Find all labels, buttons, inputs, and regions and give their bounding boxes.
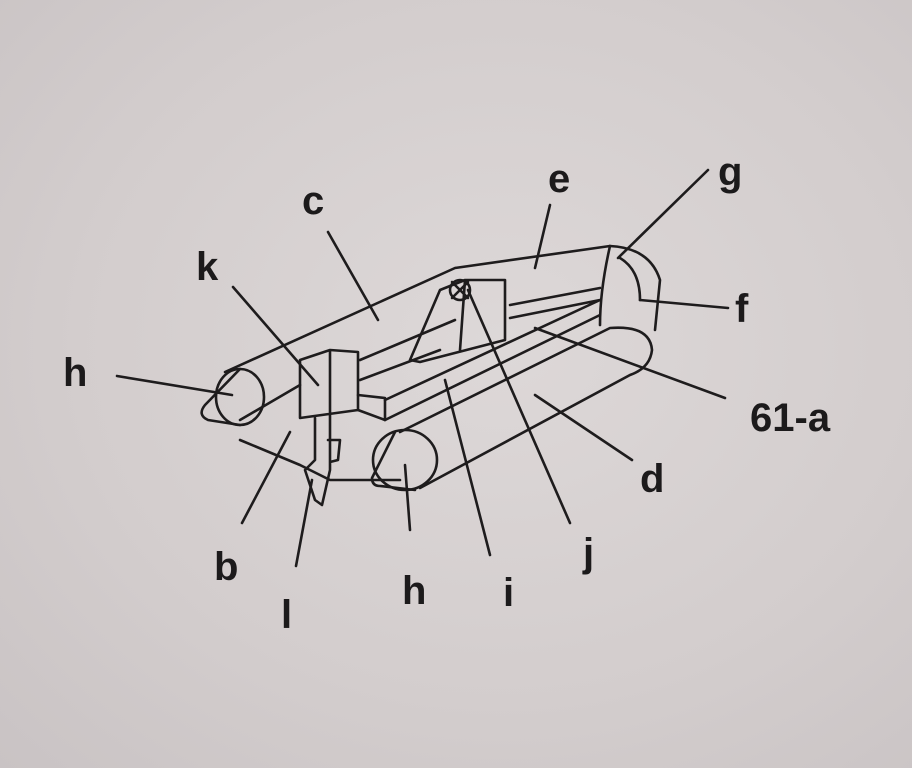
leader-lines	[115, 168, 730, 568]
label-k: k	[196, 245, 219, 289]
label-b: b	[214, 545, 238, 589]
label-j: j	[582, 531, 594, 575]
left-cone	[200, 367, 242, 427]
label-f: f	[735, 287, 749, 331]
label-d: d	[640, 457, 664, 501]
label-c: c	[302, 179, 324, 223]
bottom-cone	[370, 430, 417, 492]
left-tube-end	[214, 367, 266, 427]
label-l: l	[281, 593, 292, 637]
right-tube-end	[598, 244, 642, 327]
boat-drawing	[200, 244, 662, 507]
label-e: e	[548, 157, 570, 201]
label-61-a: 61-a	[750, 396, 831, 440]
left-tube	[223, 244, 662, 422]
label-i: i	[503, 571, 514, 615]
label-h-bottom: h	[402, 569, 426, 613]
valve	[448, 278, 472, 302]
motor	[298, 348, 360, 507]
transom	[356, 393, 387, 422]
label-h-left: h	[63, 351, 87, 395]
floor	[238, 286, 602, 482]
bottom-tube	[398, 326, 654, 490]
labels: c e g k h f 61-a d b j h i l	[63, 150, 831, 637]
seat	[408, 278, 507, 364]
label-g: g	[718, 150, 742, 194]
